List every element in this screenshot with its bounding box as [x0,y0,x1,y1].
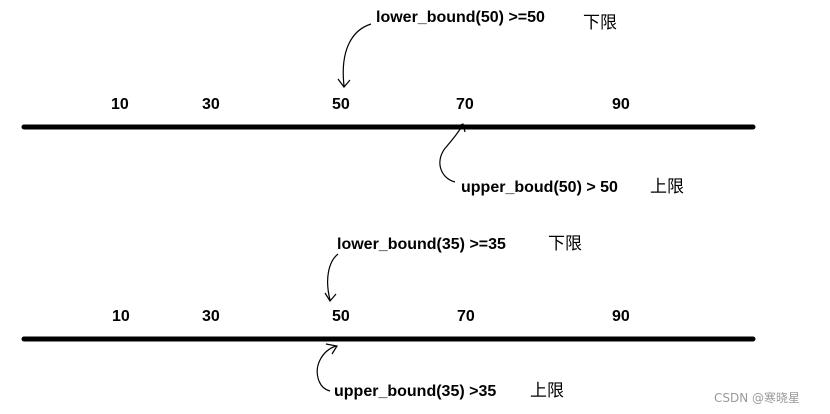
lower-bound-arrowhead-icon [337,78,351,88]
tick-label-30: 30 [202,308,220,325]
tick-label-90: 90 [612,308,630,325]
upper-bound-cjk-label: 上限 [650,177,684,197]
csdn-watermark: CSDN @寒晓星 [714,390,800,405]
tick-label-90: 90 [612,96,630,113]
tick-label-30: 30 [202,96,220,113]
lower-bound-label: lower_bound(50) >=50 [376,9,545,26]
upper-bound-arrowhead-icon [325,343,338,355]
tick-label-70: 70 [457,308,475,325]
number-line-diagram-1: 10 30 50 70 90 lower_bound(50) >=50 下限 u… [21,9,756,197]
tick-label-10: 10 [112,308,130,325]
upper-bound-arrow-icon [316,345,337,392]
lower-bound-cjk-label: 下限 [583,13,617,33]
tick-label-50: 50 [332,96,350,113]
upper-bound-cjk-label: 上限 [530,381,564,401]
lower-bound-label: lower_bound(35) >=35 [337,236,506,253]
upper-bound-arrow-icon [439,125,463,183]
lower-bound-arrow-icon [327,253,339,301]
upper-bound-arrowhead-icon [452,123,466,133]
lower-bound-cjk-label: 下限 [548,234,582,254]
number-line-diagram-2: 10 30 50 70 90 lower_bound(35) >=35 下限 u… [21,234,756,401]
tick-label-50: 50 [332,308,350,325]
upper-bound-label: upper_bound(35) >35 [334,383,496,400]
tick-label-70: 70 [456,96,474,113]
lower-bound-arrow-icon [342,23,372,87]
tick-label-10: 10 [111,96,129,113]
upper-bound-label: upper_boud(50) > 50 [461,179,618,196]
lower-bound-arrowhead-icon [324,292,337,303]
